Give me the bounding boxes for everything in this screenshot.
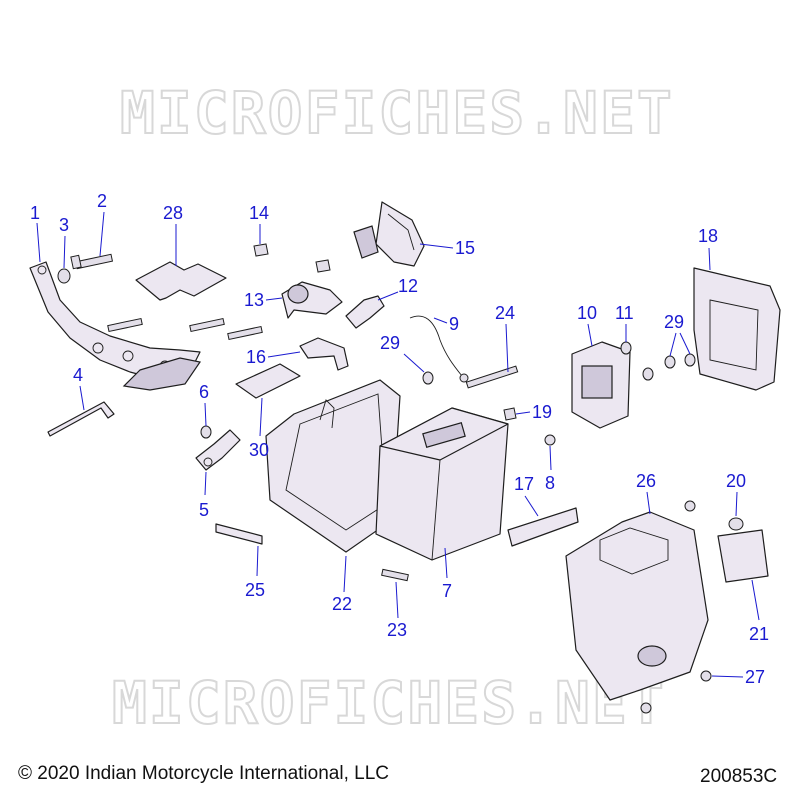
part-28-pad xyxy=(135,261,227,301)
callout-6: 6 xyxy=(199,382,209,402)
callout-24: 24 xyxy=(495,303,515,323)
callout-18: 18 xyxy=(698,226,718,246)
callout-10: 10 xyxy=(577,303,597,323)
callout-23: 23 xyxy=(387,620,407,640)
part-25-strap xyxy=(215,523,263,545)
callout-16: 16 xyxy=(246,347,266,367)
callout-5: 5 xyxy=(199,500,209,520)
callout-27: 27 xyxy=(745,667,765,687)
callout-labels: 1 2 3 4 5 6 7 8 9 10 11 12 13 14 15 16 1… xyxy=(30,191,769,687)
part-29-nuts xyxy=(664,353,696,369)
part-14-nut xyxy=(253,243,331,273)
callout-21: 21 xyxy=(749,624,769,644)
callout-22: 22 xyxy=(332,594,352,614)
callout-11: 11 xyxy=(615,303,634,323)
part-19-clip xyxy=(503,407,517,421)
callout-13: 13 xyxy=(244,290,264,310)
callout-17: 17 xyxy=(514,474,534,494)
callout-7: 7 xyxy=(442,581,452,601)
callout-19: 19 xyxy=(532,402,552,422)
part-27-screws xyxy=(640,500,712,714)
part-8-screw xyxy=(544,434,556,446)
part-3-nut xyxy=(57,268,71,284)
part-7-battery xyxy=(375,407,509,561)
part-10-module xyxy=(571,341,631,429)
part-1-bracket xyxy=(29,261,202,391)
part-23-bolt xyxy=(381,568,409,582)
callout-30: 30 xyxy=(249,440,269,460)
callout-28: 28 xyxy=(163,203,183,223)
callout-26: 26 xyxy=(636,471,656,491)
callout-4: 4 xyxy=(73,365,83,385)
drawing-number: 200853C xyxy=(700,766,778,787)
part-16-bracket xyxy=(299,337,349,371)
callout-1: 1 xyxy=(30,203,40,223)
leader-lines xyxy=(36,211,760,678)
part-20-21-lid xyxy=(717,517,769,583)
watermark-bottom: MICROFICHES.NET xyxy=(112,669,666,737)
part-24-rod xyxy=(465,365,519,389)
part-26-box xyxy=(565,511,709,701)
part-2-bolt xyxy=(70,253,114,270)
callout-20: 20 xyxy=(726,471,746,491)
part-30-pad xyxy=(235,363,301,399)
watermark-top: MICROFICHES.NET xyxy=(120,79,674,147)
callout-2: 2 xyxy=(97,191,107,211)
callout-29-center: 29 xyxy=(380,333,400,353)
callout-29-right: 29 xyxy=(664,312,684,332)
callout-8: 8 xyxy=(545,473,555,493)
callout-15: 15 xyxy=(455,238,475,258)
part-17-pad xyxy=(507,507,579,547)
callout-9: 9 xyxy=(449,314,459,334)
part-13-relay xyxy=(281,281,343,319)
part-18-cover xyxy=(693,267,781,391)
part-11-nut xyxy=(620,341,654,381)
callout-14: 14 xyxy=(249,203,269,223)
part-22-tray xyxy=(265,379,401,553)
copyright-text: © 2020 Indian Motorcycle International, … xyxy=(18,763,389,784)
callout-3: 3 xyxy=(59,215,69,235)
part-9-cable xyxy=(409,315,469,383)
part-5-latch xyxy=(195,429,241,471)
part-6-nut xyxy=(200,425,212,439)
part-15-horn xyxy=(353,201,425,267)
bracket-bolts xyxy=(107,317,263,341)
part-29-nut xyxy=(422,371,434,385)
part-4-hex-key xyxy=(47,401,115,437)
part-12-boot xyxy=(345,295,385,329)
callout-25: 25 xyxy=(245,580,265,600)
callout-12: 12 xyxy=(398,276,418,296)
